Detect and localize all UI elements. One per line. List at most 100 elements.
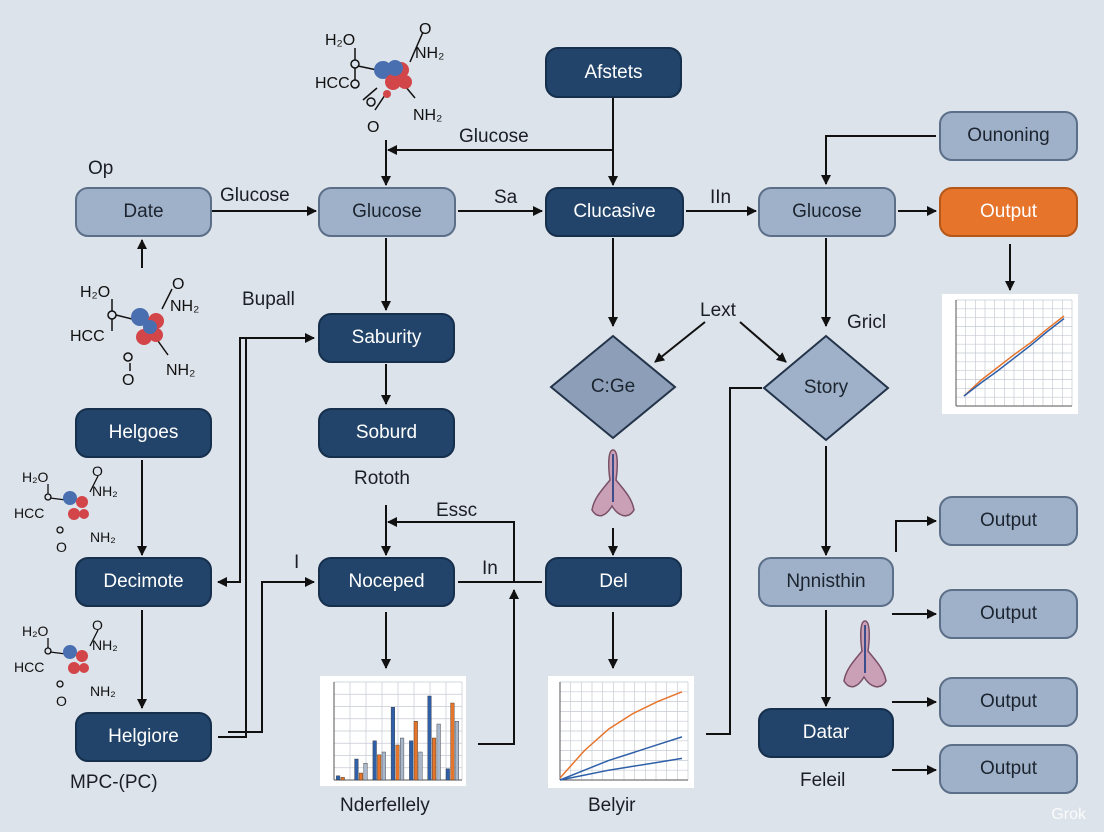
bar xyxy=(377,754,382,781)
arrow-helgiore-noceped xyxy=(228,577,315,733)
mol-label-hcc: HCC xyxy=(14,659,44,675)
mol-label-h2o: H₂O xyxy=(22,623,49,639)
organ-icon xyxy=(591,449,635,517)
line-chart-story xyxy=(706,387,762,735)
mol-label-hcc: HCC xyxy=(70,328,105,345)
node-helgiore[interactable]: Helgiore xyxy=(75,712,212,762)
organ-icon xyxy=(843,620,887,688)
mol-label-o-top: O xyxy=(172,276,184,293)
node-saburity[interactable]: Saburity xyxy=(318,313,455,363)
mol-label-h2o: H₂O xyxy=(22,469,49,485)
mol-label-nh2-bottom: NH₂ xyxy=(90,683,116,699)
label-nderfellely: Nderfellely xyxy=(340,795,430,816)
node-helgoes[interactable]: Helgoes xyxy=(75,408,212,458)
label-in: In xyxy=(482,558,498,579)
diamond-cge[interactable]: C:Ge xyxy=(549,334,677,440)
mol-label-h2o: H₂O xyxy=(325,32,355,49)
label-feleil: Feleil xyxy=(800,770,846,791)
watermark-label: Grok xyxy=(1051,806,1086,823)
node-ounoning[interactable]: Ounoning xyxy=(939,111,1078,161)
bar xyxy=(413,721,418,781)
node-output-3[interactable]: Output xyxy=(939,677,1078,727)
diamond-cge-label: C:Ge xyxy=(590,376,636,397)
series-line xyxy=(963,315,1065,397)
line-chart-bottom xyxy=(548,676,694,788)
diamond-story-label: Story xyxy=(803,377,849,398)
label-mpc: MPC-(PC) xyxy=(70,772,158,793)
bar-chart xyxy=(320,676,466,786)
molecule-icon: H₂O NH₂ O HCC NH₂ O xyxy=(14,618,118,708)
diamond-story[interactable]: Story xyxy=(762,334,890,442)
series-line xyxy=(963,318,1065,397)
bar xyxy=(436,723,441,781)
line-chart-top-right xyxy=(942,294,1078,414)
node-decimote[interactable]: Decimote xyxy=(75,557,212,607)
label-i: I xyxy=(294,552,300,573)
arrow-ounoning-glucose xyxy=(821,135,936,185)
mol-label-o-top: O xyxy=(92,618,103,633)
bar xyxy=(336,775,341,781)
molecule-icon: H₂O NH₂ O HCC NH₂ O xyxy=(70,276,199,389)
molecule-icon: H₂O NH₂ O HCC NH₂ O xyxy=(315,21,444,135)
node-noceped[interactable]: Noceped xyxy=(318,557,455,607)
node-clucasive[interactable]: Clucasive xyxy=(545,187,684,237)
mol-label-hcc: HCC xyxy=(315,75,350,92)
bar xyxy=(427,695,432,781)
node-output-4[interactable]: Output xyxy=(939,744,1078,794)
bar xyxy=(409,740,414,781)
node-nynisthin[interactable]: Nɲnisthin xyxy=(758,557,894,607)
node-afstets[interactable]: Afstets xyxy=(545,47,682,98)
label-glucose-top: Glucose xyxy=(459,126,529,147)
label-gricl: Gricl xyxy=(847,312,887,333)
label-iin: IIn xyxy=(710,187,732,208)
mol-label-o-top: O xyxy=(419,21,431,38)
series-line xyxy=(559,736,683,781)
bar xyxy=(445,768,450,781)
node-output-orange[interactable]: Output xyxy=(939,187,1078,237)
label-op: Op xyxy=(88,158,114,179)
label-belyir: Belyir xyxy=(588,795,636,816)
mol-label-o-bottom: O xyxy=(56,539,67,554)
bar xyxy=(358,772,363,781)
node-glucose-1[interactable]: Glucose xyxy=(318,187,456,237)
node-datar[interactable]: Datar xyxy=(758,708,894,758)
bar xyxy=(418,751,423,781)
mol-label-nh2-bottom: NH₂ xyxy=(90,529,116,545)
mol-label-o-bottom: O xyxy=(56,693,67,708)
arrow-nynisthin-output1 xyxy=(895,516,937,552)
bar xyxy=(395,744,400,781)
molecule-icon: H₂O NH₂ O HCC NH₂ O xyxy=(14,464,118,554)
bar xyxy=(432,737,437,781)
bar xyxy=(390,707,395,781)
node-date[interactable]: Date xyxy=(75,187,212,237)
mol-label-nh2-top: NH₂ xyxy=(170,298,199,315)
node-output-2[interactable]: Output xyxy=(939,589,1078,639)
node-output-1[interactable]: Output xyxy=(939,496,1078,546)
node-glucose-2[interactable]: Glucose xyxy=(758,187,896,237)
mol-label-nh2-bottom: NH₂ xyxy=(413,107,442,124)
bar xyxy=(354,758,359,781)
arrow-bracket-decimote xyxy=(217,337,302,587)
mol-label-nh2-top: NH₂ xyxy=(92,637,118,653)
bar xyxy=(400,737,405,781)
bar xyxy=(340,776,345,781)
bar xyxy=(363,762,368,781)
mol-label-o-bottom: O xyxy=(122,372,134,389)
label-sa: Sa xyxy=(494,187,518,208)
label-lext: Lext xyxy=(700,300,736,321)
label-rototh: Rototh xyxy=(354,468,410,489)
arrow-helgiore-saburity xyxy=(218,333,315,738)
label-bupall: Bupall xyxy=(242,289,295,310)
label-essc: Essc xyxy=(436,500,478,521)
mol-label-nh2-bottom: NH₂ xyxy=(166,362,195,379)
mol-label-nh2-top: NH₂ xyxy=(92,483,118,499)
node-del[interactable]: Del xyxy=(545,557,682,607)
arrow-lext-story xyxy=(739,321,787,363)
node-soburd[interactable]: Soburd xyxy=(318,408,455,458)
series-line xyxy=(559,691,683,779)
bar xyxy=(372,740,377,781)
bar xyxy=(450,702,455,781)
mol-label-nh2-top: NH₂ xyxy=(415,45,444,62)
mol-label-o-bottom: O xyxy=(367,119,379,135)
